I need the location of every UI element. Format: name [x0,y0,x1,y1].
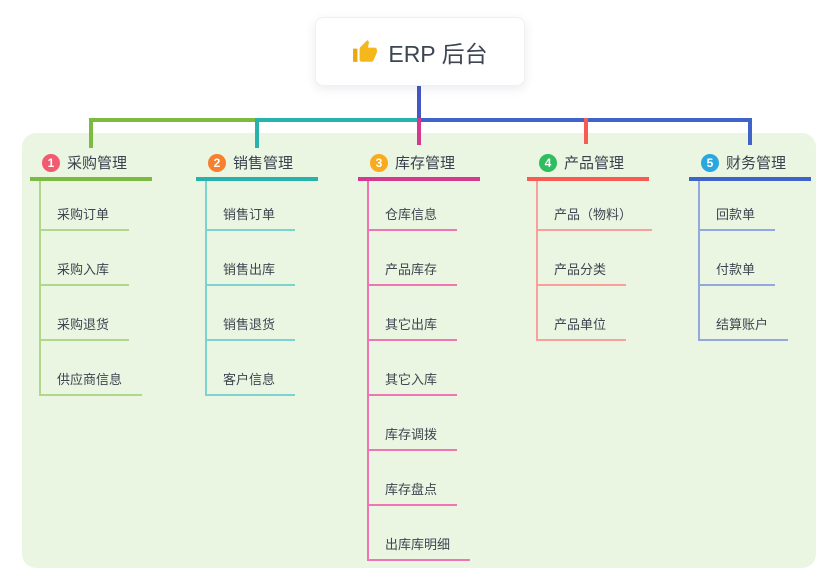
branch-node-product[interactable]: 4 产品管理 [527,148,650,181]
child-node[interactable]: 结算账户 [698,305,789,341]
root-node[interactable]: ERP 后台 [315,17,525,86]
child-node[interactable]: 库存盘点 [367,470,458,506]
children-connector-line [536,181,538,341]
child-node[interactable]: 仓库信息 [367,195,458,231]
children-connector-line [39,181,41,396]
branch-node-sales[interactable]: 2 销售管理 [196,148,319,181]
branch-product: 4 产品管理 产品（物料） 产品分类 产品单位 [527,148,702,341]
child-node[interactable]: 销售订单 [205,195,296,231]
child-node[interactable]: 其它入库 [367,360,458,396]
drop-line-branch-5 [748,118,752,145]
child-node[interactable]: 产品库存 [367,250,458,286]
child-node[interactable]: 库存调拨 [367,415,458,451]
badge-5: 5 [701,153,719,172]
children-connector-line [698,181,700,341]
drop-line-branch-1 [89,118,93,148]
branch-finance: 5 财务管理 回款单 付款单 结算账户 [689,148,839,341]
badge-4: 4 [539,153,557,172]
connector-branch-1 [89,118,257,122]
branch-node-finance[interactable]: 5 财务管理 [689,148,812,181]
branch-inventory: 3 库存管理 仓库信息 产品库存 其它出库 其它入库 库存调拨 库存盘点 出库库… [358,148,533,561]
root-connector-line [417,84,421,122]
child-node[interactable]: 采购订单 [39,195,130,231]
child-node[interactable]: 销售退货 [205,305,296,341]
children-connector-line [205,181,207,396]
child-node[interactable]: 采购退货 [39,305,130,341]
child-node[interactable]: 采购入库 [39,250,130,286]
child-node[interactable]: 销售出库 [205,250,296,286]
child-node[interactable]: 产品单位 [536,305,627,341]
branch-label: 采购管理 [67,155,128,172]
root-title: ERP 后台 [388,40,488,67]
child-node[interactable]: 回款单 [698,195,776,231]
badge-3: 3 [370,153,388,172]
branch-purchase: 1 采购管理 采购订单 采购入库 采购退货 供应商信息 [30,148,205,396]
branch-label: 财务管理 [726,155,787,172]
branch-label: 库存管理 [395,155,456,172]
badge-1: 1 [42,153,60,172]
branch-label: 销售管理 [233,155,294,172]
child-node[interactable]: 产品分类 [536,250,627,286]
child-node[interactable]: 供应商信息 [39,360,143,396]
drop-line-branch-2 [255,118,259,148]
branch-node-purchase[interactable]: 1 采购管理 [30,148,153,181]
child-node[interactable]: 其它出库 [367,305,458,341]
connector-branch-2 [257,118,419,122]
child-node[interactable]: 出库库明细 [367,525,471,561]
drop-line-branch-3 [417,118,421,145]
thumbs-up-icon [352,39,378,65]
branches-panel [22,133,816,568]
branch-node-inventory[interactable]: 3 库存管理 [358,148,481,181]
children-connector-line [367,181,369,561]
branch-label: 产品管理 [564,155,625,172]
branch-sales: 2 销售管理 销售订单 销售出库 销售退货 客户信息 [196,148,371,396]
child-node[interactable]: 付款单 [698,250,776,286]
drop-line-branch-4 [584,118,588,144]
child-node[interactable]: 产品（物料） [536,195,653,231]
child-node[interactable]: 客户信息 [205,360,296,396]
badge-2: 2 [208,153,226,172]
